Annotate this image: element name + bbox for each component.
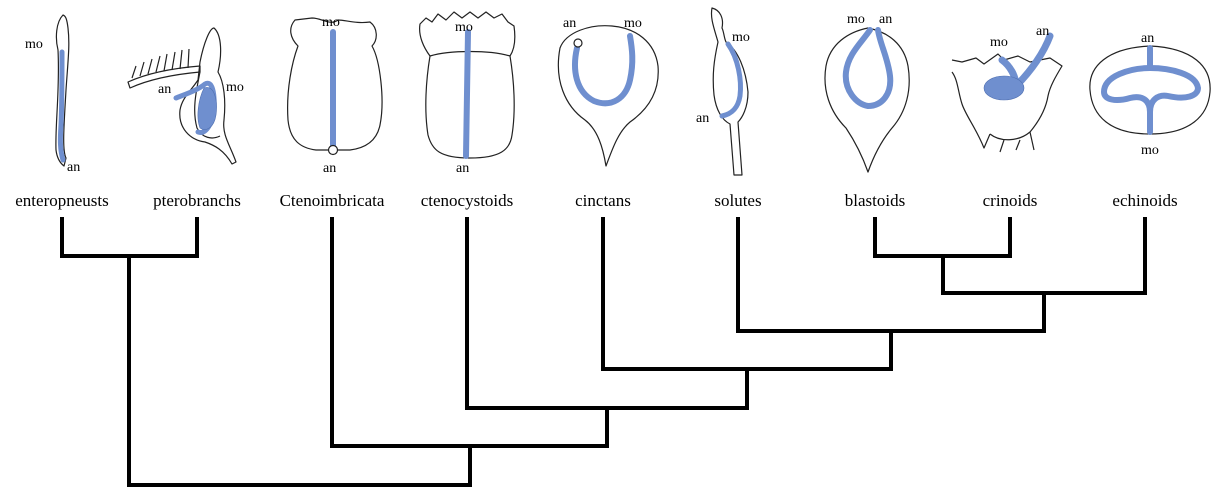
pterobranchs-anus-label: an [158,82,171,97]
crinoids-anus-label: an [1036,24,1049,39]
taxon-label-ctenocystoids: ctenocystoids [421,191,514,210]
taxon-label-cinctans: cinctans [575,191,631,210]
crinoids-mouth-label: mo [990,35,1008,50]
echinoids-mouth-label: mo [1141,143,1159,158]
clade-root [129,256,470,485]
taxon-label-blastoids: blastoids [845,191,905,210]
clade-ctenocystoids-plus [467,219,747,408]
clade-hemichordates [62,219,197,256]
solute-illustration: mo an [696,8,750,175]
ctenoimbricata-illustration: mo an [288,15,382,176]
taxon-labels: enteropneusts pterobranchs Ctenoimbricat… [15,191,1177,210]
cinctans-mouth-label: mo [624,16,642,31]
taxon-label-ctenoimbricata: Ctenoimbricata [280,191,385,210]
solutes-anus-label: an [696,111,709,126]
taxon-label-pterobranchs: pterobranchs [153,191,241,210]
blastoids-anus-label: an [879,12,892,27]
ctenoimbricata-anus-label: an [323,161,336,176]
pterobranchs-mouth-label: mo [226,80,244,95]
taxon-label-echinoids: echinoids [1112,191,1177,210]
echinoids-anus-label: an [1141,31,1154,46]
echinoid-illustration: an mo [1090,31,1210,158]
cinctan-illustration: an mo [558,16,658,166]
blastoid-illustration: mo an [825,12,909,172]
enteropneust-illustration: mo an [25,15,80,175]
clade-echinoderms [332,219,607,446]
clade-blastoids-crinoids [875,219,1010,256]
cladogram-tree [62,219,1145,485]
ctenocystoid-illustration: mo an [420,12,515,176]
ctenoimbricata-mouth-label: mo [322,15,340,30]
enteropneusts-anus-label: an [67,160,80,175]
ctenocystoids-anus-label: an [456,161,469,176]
blastoids-mouth-label: mo [847,12,865,27]
taxon-label-crinoids: crinoids [983,191,1038,210]
cinctans-anus-label: an [563,16,576,31]
clade-cinctans-plus [603,219,891,369]
clade-solutes-crown [738,219,1044,331]
crinoid-illustration: mo an [952,24,1062,152]
taxon-label-enteropneusts: enteropneusts [15,191,108,210]
solutes-mouth-label: mo [732,30,750,45]
taxon-label-solutes: solutes [714,191,761,210]
enteropneusts-mouth-label: mo [25,37,43,52]
ctenocystoids-mouth-label: mo [455,20,473,35]
pterobranch-illustration: an mo [128,28,244,164]
